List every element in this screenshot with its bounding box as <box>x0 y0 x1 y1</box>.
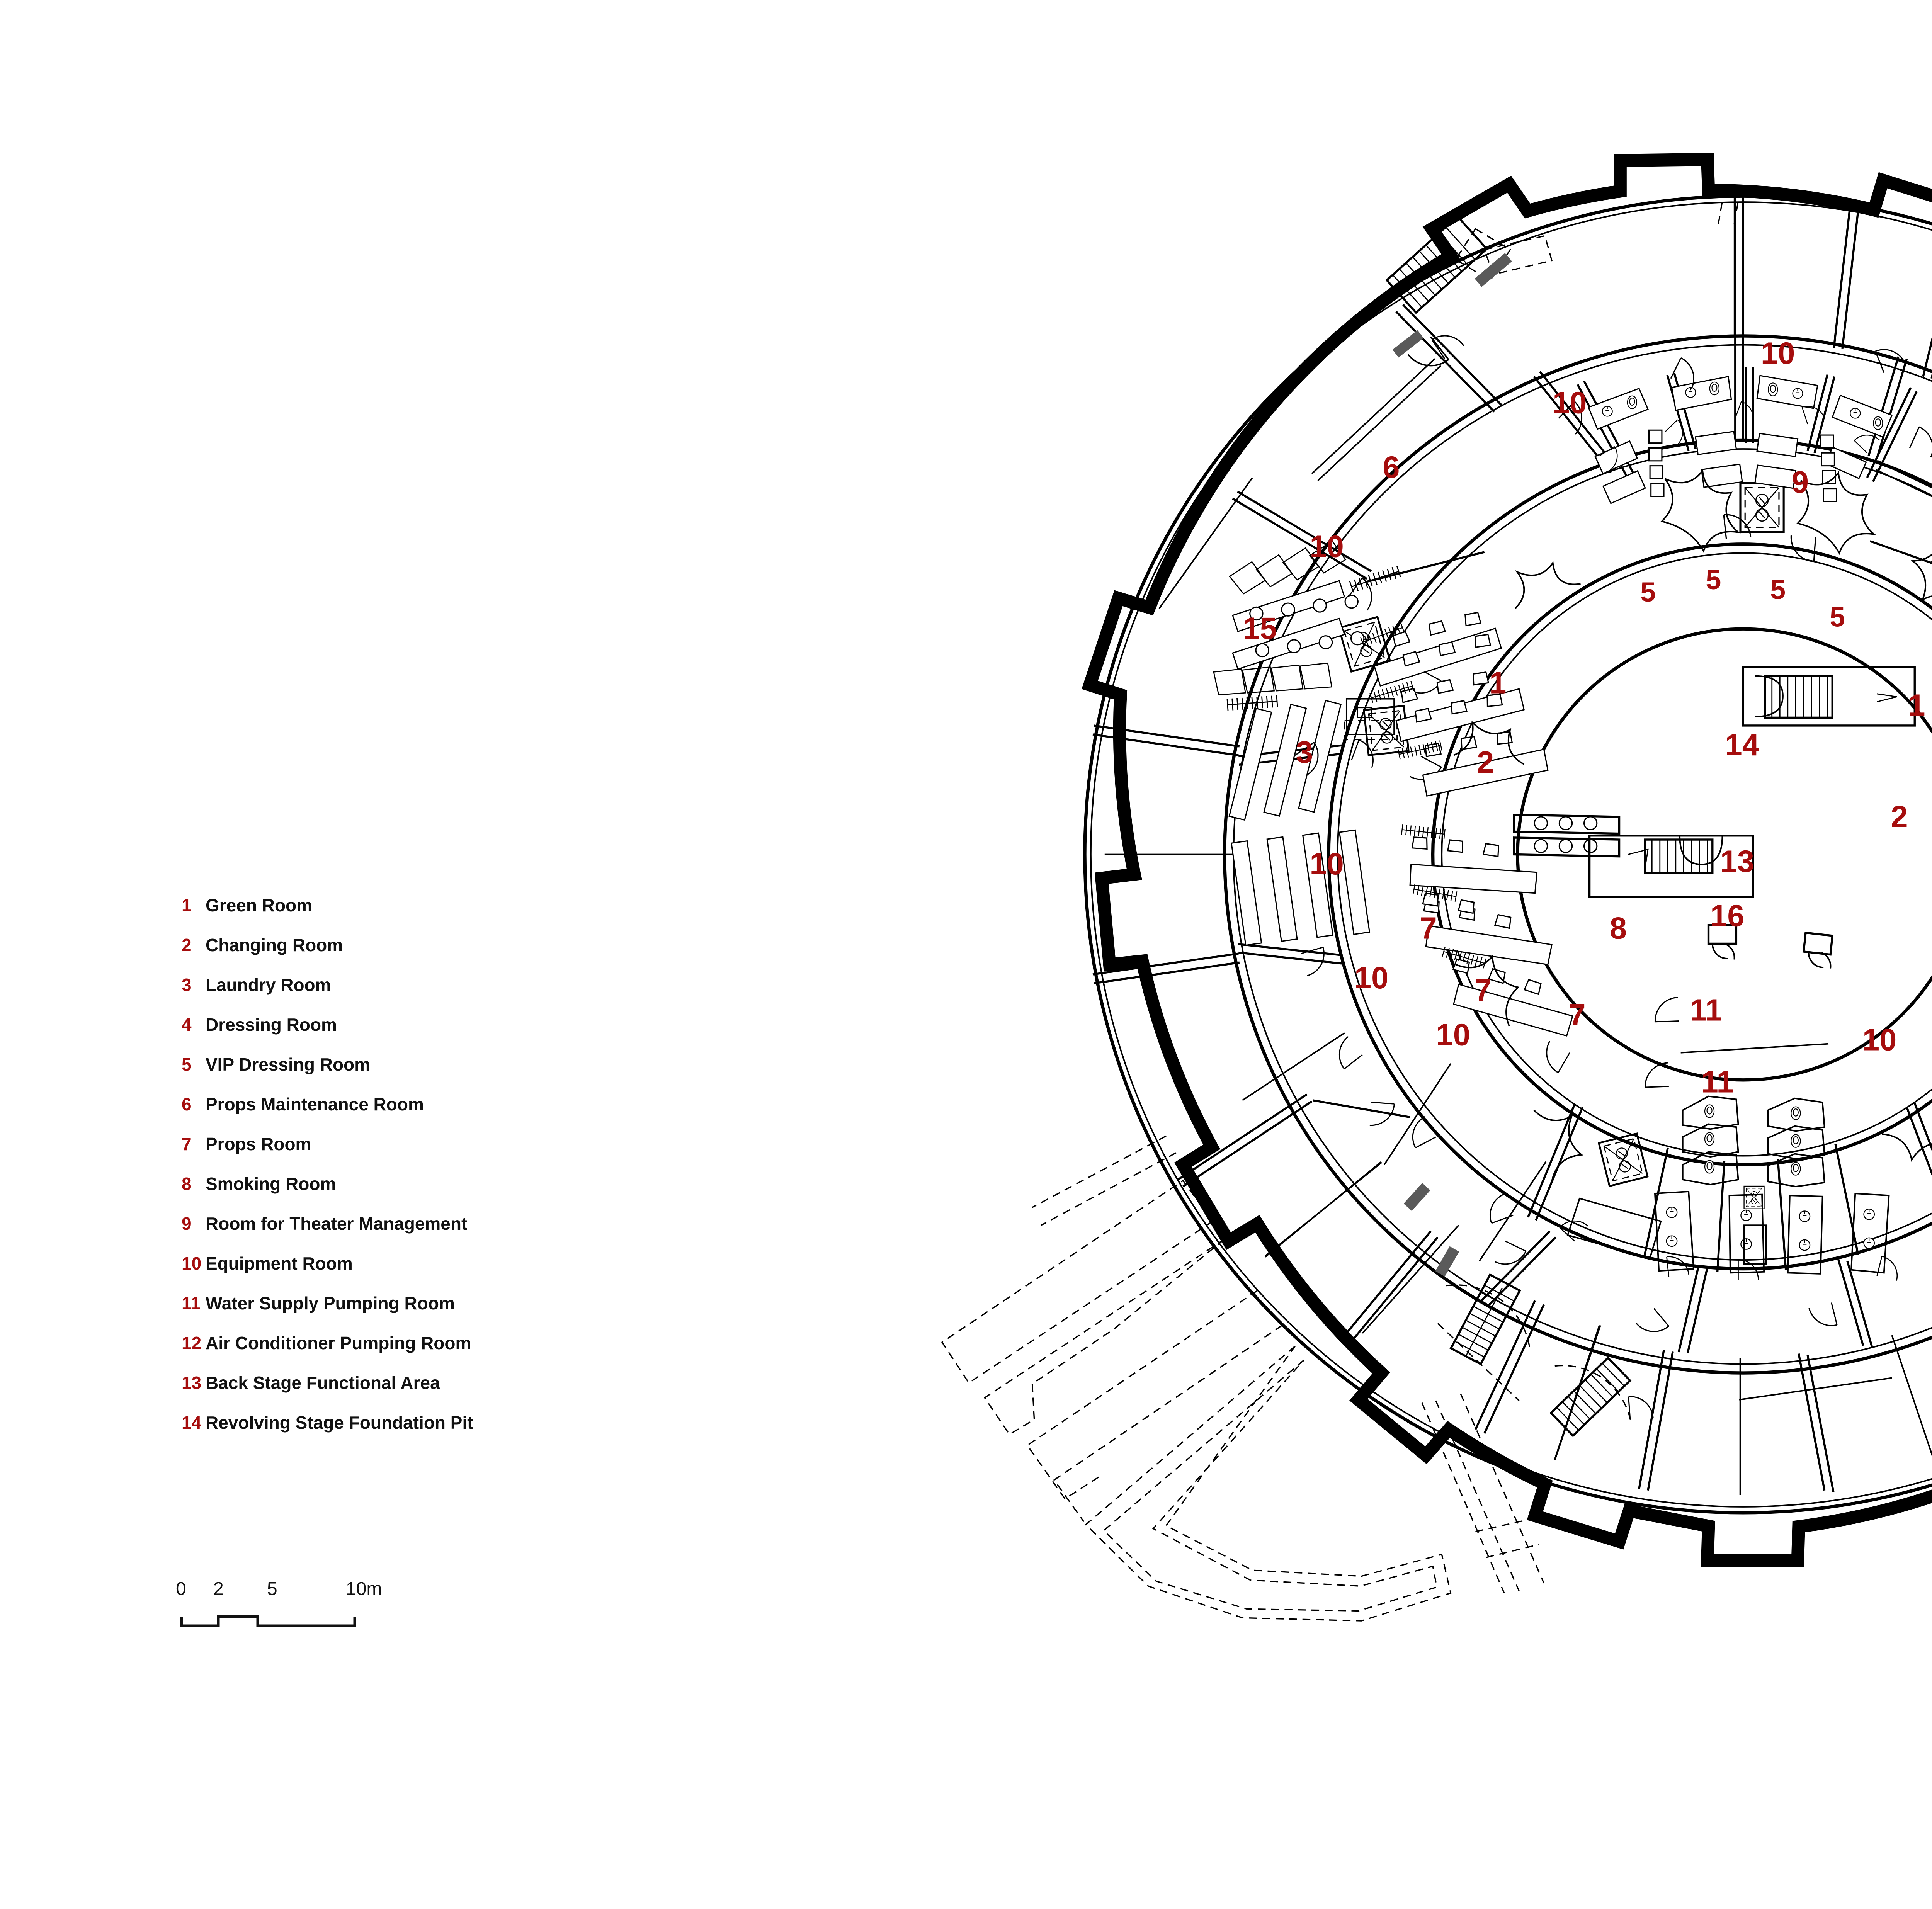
room-label: 10 <box>1436 1017 1470 1052</box>
room-label: 10 <box>1862 1022 1896 1057</box>
room-label: 10 <box>1354 960 1388 995</box>
legend-number: 9 <box>182 1214 192 1234</box>
legend-number: 5 <box>182 1054 192 1074</box>
floor-plan-svg: .thk { fill:none; stroke:#000; stroke-wi… <box>941 153 1932 1622</box>
room-group-northwest <box>1158 215 1512 609</box>
legend-item: 7 Props Room <box>182 1135 645 1153</box>
scale-tick-2: 2 <box>213 1579 224 1599</box>
room-label: 1 <box>1908 688 1925 722</box>
legend-number: 13 <box>182 1373 202 1393</box>
room-label: 14 <box>1725 728 1759 762</box>
room-group-southwest <box>1242 1032 1570 1334</box>
legend-label: Changing Room <box>206 935 343 955</box>
room-label: 5 <box>1640 577 1656 608</box>
building-outer-wall <box>1082 153 1932 1567</box>
legend-item: 8 Smoking Room <box>182 1175 645 1193</box>
room-label: 3 <box>1296 735 1313 769</box>
legend-number: 8 <box>182 1174 192 1194</box>
legend-item: 10 Equipment Room <box>182 1255 645 1272</box>
legend-label: Laundry Room <box>206 975 331 995</box>
vip-dressing-rooms <box>1577 367 1918 555</box>
legend-label: Smoking Room <box>206 1174 336 1194</box>
backstage-ring <box>1453 553 1932 1182</box>
legend-label: Green Room <box>206 895 313 915</box>
room-label: 8 <box>1610 911 1627 945</box>
legend-number: 3 <box>182 975 192 995</box>
legend-label: Dressing Room <box>206 1015 337 1035</box>
room-group-south <box>1435 924 1892 1460</box>
room-label: 15 <box>1243 611 1277 645</box>
room-label: 9 <box>1792 465 1809 499</box>
scale-tick-0: 0 <box>176 1579 186 1599</box>
room-group-north <box>1723 426 1932 564</box>
legend-item: 3 Laundry Room <box>182 976 645 994</box>
room-label: 7 <box>1568 998 1585 1032</box>
legend-number: 4 <box>182 1015 192 1035</box>
legend-label: Equipment Room <box>206 1253 353 1273</box>
room-label: 13 <box>1720 844 1754 878</box>
room-label: 7 <box>1420 911 1437 945</box>
legend-number: 7 <box>182 1134 192 1154</box>
room-label: 11 <box>1690 993 1722 1027</box>
adjacent-structures-dashed <box>941 195 1740 1622</box>
room-label: 16 <box>1710 899 1744 933</box>
legend-item: 4 Dressing Room <box>182 1016 645 1034</box>
scale-bar: 0 2 5 10m <box>176 1578 415 1652</box>
legend-label: Back Stage Functional Area <box>206 1373 440 1393</box>
room-label: 11 <box>1701 1064 1734 1099</box>
room-label: 10 <box>1761 336 1795 370</box>
legend-label: Props Maintenance Room <box>206 1094 424 1114</box>
legend-label: Air Conditioner Pumping Room <box>206 1333 471 1353</box>
legend-item: 2 Changing Room <box>182 936 645 954</box>
scale-tick-10: 10m <box>346 1579 382 1599</box>
legend-label: VIP Dressing Room <box>206 1054 371 1074</box>
legend-label: Room for Theater Management <box>206 1214 468 1234</box>
legend-item: 5 VIP Dressing Room <box>182 1056 645 1073</box>
room-label: 10 <box>1553 386 1587 420</box>
legend-number: 6 <box>182 1094 192 1114</box>
room-label: 10 <box>1310 847 1344 881</box>
legend: 1 Green Room 2 Changing Room 3 Laundry R… <box>182 896 645 1453</box>
legend-item: 1 Green Room <box>182 896 645 914</box>
legend-label: Revolving Stage Foundation Pit <box>206 1413 473 1433</box>
legend-number: 11 <box>182 1293 201 1313</box>
legend-label: Water Supply Pumping Room <box>206 1293 455 1313</box>
room-label: 2 <box>1891 799 1908 834</box>
legend-number: 12 <box>182 1333 202 1353</box>
outer-ring-partitions <box>1092 196 1932 1495</box>
room-label: 5 <box>1706 564 1721 595</box>
room-group-west <box>1213 540 1442 946</box>
legend-item: 9 Room for Theater Management <box>182 1215 645 1232</box>
room-number-labels: 10 10 9 10 9 6 10 5 5 5 5 10 15 1 1 10 3… <box>1243 336 1925 1099</box>
room-label: 6 <box>1383 450 1400 484</box>
room-label: 5 <box>1770 575 1786 605</box>
legend-item: 13 Back Stage Functional Area <box>182 1374 645 1392</box>
legend-item: 6 Props Maintenance Room <box>182 1095 645 1113</box>
room-label: 10 <box>1310 529 1344 564</box>
legend-number: 1 <box>182 895 192 915</box>
room-label: 2 <box>1477 745 1494 779</box>
legend-item: 14 Revolving Stage Foundation Pit <box>182 1414 645 1431</box>
legend-item: 12 Air Conditioner Pumping Room <box>182 1334 645 1352</box>
scale-bar-graphic <box>180 1615 356 1627</box>
room-label: 7 <box>1475 973 1492 1007</box>
legend-number: 10 <box>182 1253 202 1273</box>
room-label: 1 <box>1489 666 1506 700</box>
legend-label: Props Room <box>206 1134 311 1154</box>
legend-number: 2 <box>182 935 192 955</box>
legend-item: 11 Water Supply Pumping Room <box>182 1294 645 1312</box>
backstage-service-south <box>1527 1095 1932 1282</box>
legend-number: 14 <box>182 1413 202 1433</box>
green-room-west <box>1360 612 1621 1037</box>
scale-tick-5: 5 <box>267 1579 277 1599</box>
room-label: 5 <box>1830 602 1845 632</box>
floor-plan: .thk { fill:none; stroke:#000; stroke-wi… <box>935 100 1932 1638</box>
